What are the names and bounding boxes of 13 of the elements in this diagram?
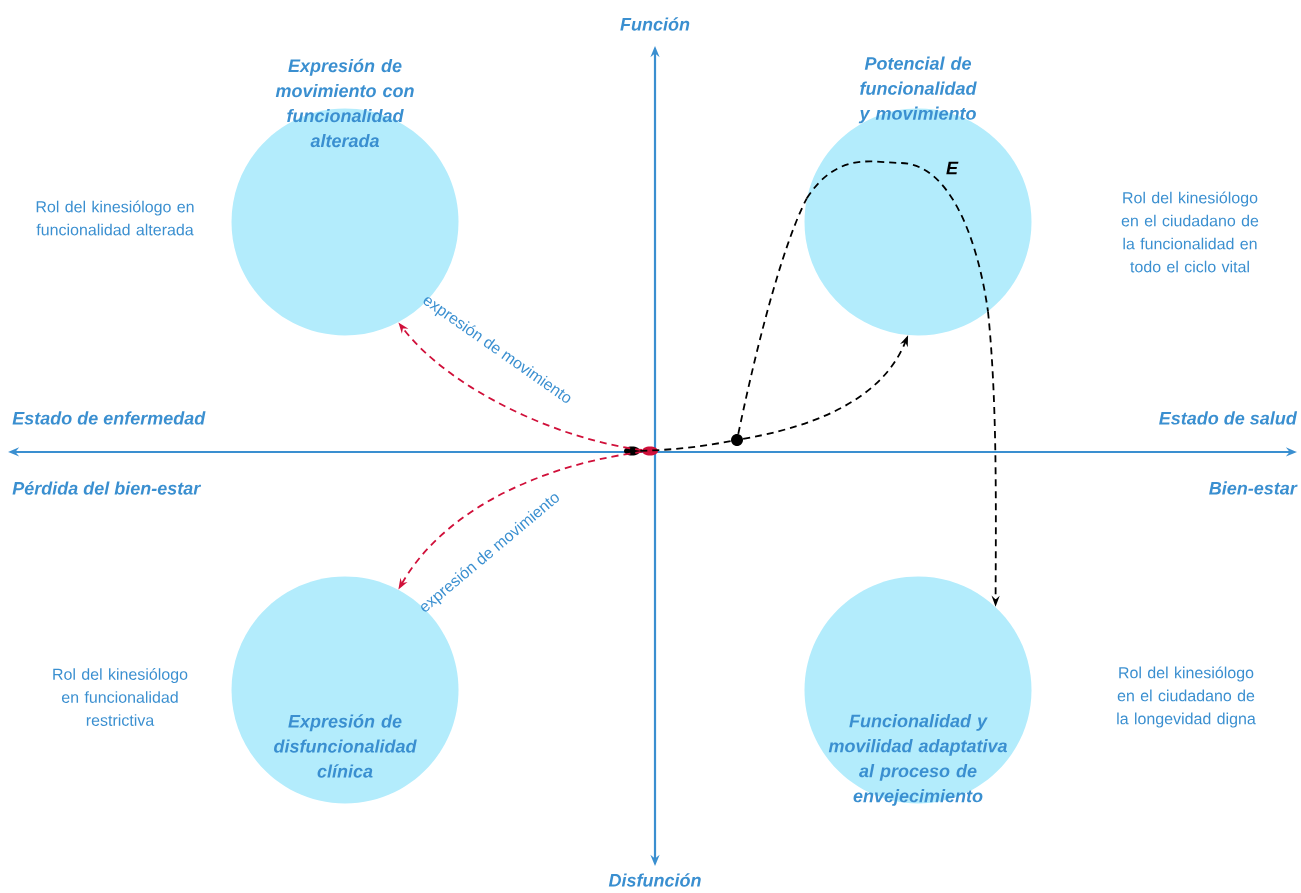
role-text: Rol del kinesiólogo en el ciudadano de la funcionalidad en todo el ciclo vital [1121,191,1259,273]
axis-label: Disfunción [608,873,701,887]
role-text: Rol del kinesiólogo en funcionalidad alterada [36,200,194,236]
point-label: E [946,161,959,175]
circle-heading: Funcionalidad y movilidad adaptativa al proceso de envejecimiento [828,714,1007,806]
axis-label: Bien-estar [1209,481,1298,495]
axis-label: Estado de salud [1159,411,1298,425]
role-text: Rol del kinesiólogo en el ciudadano de la longevidad digna [1117,666,1256,728]
role-text: Rol del kinesiólogo en funcionalidad restrictiva [53,668,188,726]
axis-label: Estado de enfermedad [12,411,206,425]
axis-label: Pérdida del bien-estar [12,481,202,495]
circle-heading: Expresión de disfuncionalidad clínica [274,714,417,778]
axis-label: Función [620,17,690,31]
